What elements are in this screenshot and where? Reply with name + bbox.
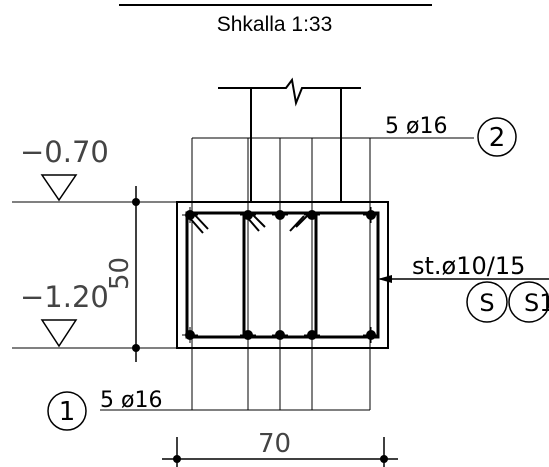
width-dimension-label: 70 bbox=[258, 429, 291, 459]
column-stub bbox=[218, 77, 361, 202]
level-lines bbox=[12, 201, 177, 349]
stirrup-label: st.ø10/15 bbox=[412, 252, 525, 280]
stirrup-mark-s1-circle bbox=[508, 281, 549, 323]
level-marker-bottom bbox=[40, 319, 78, 348]
top-rebar-mark: 2 bbox=[489, 123, 506, 153]
rebar-crosses bbox=[182, 207, 379, 343]
height-dimension-label: 50 bbox=[105, 257, 135, 290]
drawing-title: Shkalla 1:33 bbox=[216, 13, 333, 36]
bottom-rebar-mark: 1 bbox=[59, 397, 76, 427]
top-rebar-label: 5 ø16 bbox=[385, 114, 447, 139]
top-rebar-mark-circle bbox=[477, 117, 517, 157]
width-dim-tick-left bbox=[173, 455, 181, 463]
height-dim-tick-bottom bbox=[132, 344, 140, 352]
extension-lines bbox=[100, 137, 474, 411]
title-rule bbox=[119, 4, 432, 6]
level-top-label: −0.70 bbox=[20, 135, 109, 169]
level-bottom-label: −1.20 bbox=[20, 280, 109, 314]
bottom-rebar-mark-circle bbox=[47, 391, 87, 431]
stirrup-mark-s: S bbox=[479, 289, 494, 317]
bottom-rebar-label: 5 ø16 bbox=[100, 388, 162, 413]
stirrup-mark-s-circle bbox=[466, 281, 508, 323]
level-marker-top bbox=[40, 174, 78, 202]
stirrups bbox=[185, 211, 380, 339]
stirrup-mark-s1: S1 bbox=[524, 289, 549, 317]
stirrup-leader-arrow bbox=[378, 275, 392, 283]
height-dim-tick-top bbox=[132, 198, 140, 206]
beam-outline bbox=[176, 201, 389, 349]
width-dim-tick-right bbox=[380, 455, 388, 463]
